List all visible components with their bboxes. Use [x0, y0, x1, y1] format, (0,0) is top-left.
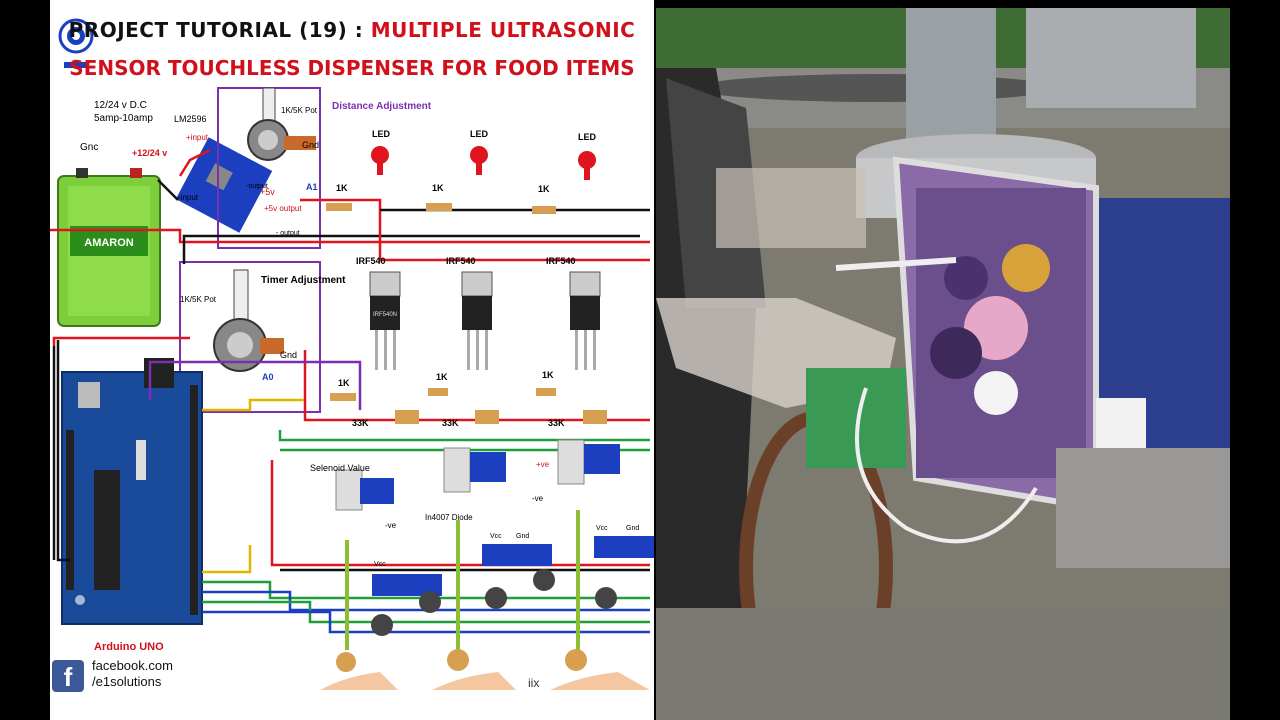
gnd-label-3: Gnd: [626, 525, 639, 532]
r1k-label: 1K: [336, 183, 348, 193]
minus-ve-label-2: -ve: [532, 494, 544, 503]
title-highlight: MULTIPLE ULTRASONIC: [370, 18, 636, 42]
facebook-line-1: facebook.com: [92, 658, 173, 673]
facebook-icon: f: [52, 660, 84, 692]
partial-text: iix: [528, 676, 540, 690]
irf540-label-3: IRF540: [546, 256, 576, 266]
channel-2: LED 1K IRF540 1K 33K +ve -ve Vcc Gnd: [426, 129, 555, 690]
irf540-label: IRF540: [356, 256, 386, 266]
battery: AMARON: [57, 168, 161, 327]
minus-ve-label: -ve: [385, 521, 397, 530]
r33k-label-3: 33K: [548, 418, 565, 428]
plus-12-24-label: +12/24 v: [132, 148, 167, 158]
pot1-label: 1K/5K Pot: [281, 106, 318, 115]
e1-solutions-logo: [58, 18, 94, 68]
plus-5v-output-label: +5v output: [264, 204, 302, 213]
dispenser-photo: [656, 8, 1230, 720]
circuit-schematic: AMARON 12/24 v D.C 5amp-10amp Gnc LM2596…: [50, 87, 654, 690]
minus-output-label: - output: [276, 230, 300, 237]
r1k-label-3: 1K: [432, 183, 444, 193]
pot2-label: 1K/5K Pot: [180, 295, 217, 304]
led-label-2: LED: [470, 129, 489, 139]
plus-ve-label: +ve: [536, 460, 550, 469]
gnd-pot2-label: Gnd: [280, 350, 297, 360]
solenoid-value-label: Selenoid Value: [310, 463, 370, 473]
plus-5v-label: +5v: [260, 187, 275, 197]
channel-3: LED 1K IRF540 1K 33K Vcc Gnd: [532, 132, 654, 690]
r1k-label-4: 1K: [436, 372, 448, 382]
r1k-label-2: 1K: [338, 378, 350, 388]
plus-input-label: +input: [186, 133, 209, 142]
arduino-uno-board: [61, 358, 203, 625]
vcc-label: Vcc: [374, 561, 386, 568]
a1-label: A1: [306, 182, 318, 192]
gnd-pot1-label: Gnd: [302, 140, 319, 150]
gnd-top-label: Gnc: [80, 142, 98, 153]
minus-input-label: -input: [178, 193, 199, 202]
r1k-label-6: 1K: [542, 370, 554, 380]
r33k-label: 33K: [352, 418, 369, 428]
power-spec-2: 5amp-10amp: [94, 113, 153, 124]
power-spec-1: 12/24 v D.C: [94, 100, 147, 111]
distance-adjustment-label: Distance Adjustment: [332, 101, 432, 112]
battery-brand-text: AMARON: [84, 237, 134, 249]
pot2: [213, 269, 284, 372]
output-label: -output: [246, 183, 268, 190]
pot1: [247, 87, 316, 161]
led-label: LED: [372, 129, 391, 139]
gnd-label-2: Gnd: [516, 533, 529, 540]
title-line-2: SENSOR TOUCHLESS DISPENSER FOR FOOD ITEM…: [69, 56, 635, 80]
led-label-3: LED: [578, 132, 597, 142]
lm2596-module: [175, 137, 273, 233]
facebook-line-2: /e1solutions: [92, 674, 162, 689]
lm2596-label: LM2596: [174, 114, 207, 124]
title-prefix: PROJECT TUTORIAL (19) :: [68, 18, 371, 42]
channel-1: LED 1K IRF540 IRF540N 1K 33K Selenoid Va…: [310, 129, 473, 690]
r1k-label-5: 1K: [538, 184, 550, 194]
circuit-diagram-panel: PROJECT TUTORIAL (19) : MULTIPLE ULTRASO…: [50, 0, 654, 720]
arduino-uno-label: Arduino UNO: [94, 641, 164, 653]
dispenser-photo-illustration: [656, 8, 1230, 720]
facebook-text: facebook.com /e1solutions: [92, 658, 173, 690]
r33k-label-2: 33K: [442, 418, 459, 428]
title-line-1: PROJECT TUTORIAL (19) : MULTIPLE ULTRASO…: [50, 18, 654, 42]
a0-label: A0: [262, 372, 274, 382]
vcc-label-2: Vcc: [490, 533, 502, 540]
mosfet-chip-text: IRF540N: [373, 312, 397, 318]
diode-label: In4007 Diode: [425, 513, 473, 522]
timer-adjustment-label: Timer Adjustment: [261, 275, 346, 286]
irf540-label-2: IRF540: [446, 256, 476, 266]
vcc-label-3: Vcc: [596, 525, 608, 532]
